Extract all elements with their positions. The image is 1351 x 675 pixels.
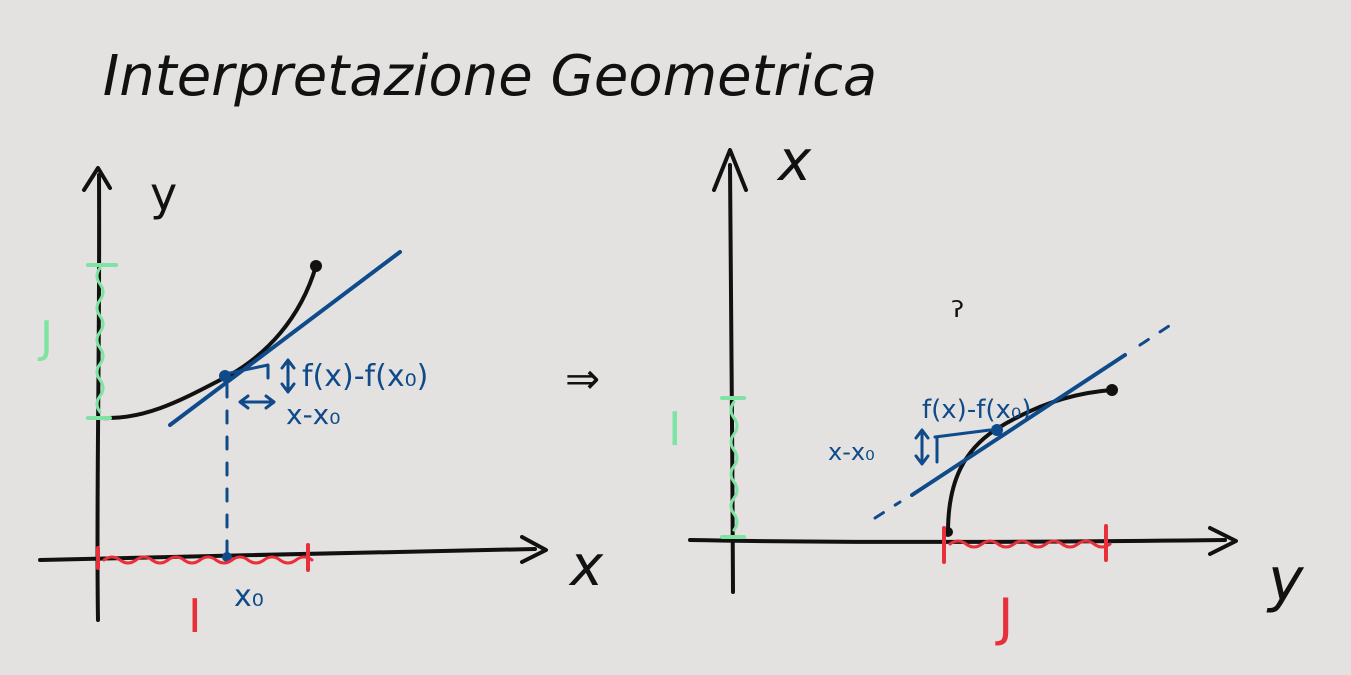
right-horizontal-axis-arrowhead	[1208, 526, 1238, 556]
left-interval-y-squiggle	[95, 266, 105, 414]
left-x0-point	[222, 552, 232, 562]
left-increment-step	[228, 363, 270, 380]
left-horizontal-double-arrow	[238, 394, 276, 410]
right-graph: x y ˀ f(x)-f(x₀) x-x₀ I J	[668, 129, 1305, 648]
right-increment-x-label: f(x)-f(x₀)	[922, 395, 1031, 425]
left-interval-y-label: J	[37, 312, 53, 363]
left-curve-endpoint	[310, 260, 322, 272]
left-vertical-double-arrow	[280, 358, 296, 394]
right-interval-x-label: J	[995, 588, 1013, 648]
right-increment-y-label: x-x₀	[828, 438, 875, 466]
right-tangent-line	[910, 353, 1127, 497]
left-tangent-point	[219, 370, 231, 382]
left-y-axis-label: y	[150, 167, 177, 221]
right-interval-y-squiggle	[729, 400, 739, 532]
right-interval-x-squiggle	[948, 539, 1112, 549]
left-x0-label: x₀	[234, 579, 264, 614]
left-interval-y-ends	[86, 263, 118, 420]
right-stray-mark: ˀ	[950, 294, 965, 340]
left-increment-x-label: x-x₀	[286, 398, 340, 431]
left-interval-x-label: I	[188, 589, 202, 643]
right-vertical-axis-label: x	[776, 129, 812, 194]
right-tangent-dashed-extension	[873, 320, 1177, 520]
left-interval-x-squiggle	[102, 555, 314, 565]
right-interval-y-ends	[720, 396, 746, 539]
right-increment-step	[933, 428, 992, 464]
right-curve-endpoint	[1106, 384, 1118, 396]
left-increment-y-label: f(x)-f(x₀)	[302, 359, 428, 394]
transform-arrow: ⇒	[565, 354, 600, 403]
right-interval-y-label: I	[668, 402, 682, 456]
right-horizontal-axis-label: y	[1266, 545, 1305, 615]
left-y-axis-arrowhead	[82, 166, 112, 192]
left-x-axis-label: x	[568, 534, 604, 599]
right-vertical-double-arrow	[914, 428, 930, 466]
left-tangent-line	[168, 250, 402, 427]
right-interval-x-ends	[942, 524, 1108, 564]
right-vertical-axis-arrowhead	[712, 148, 748, 192]
right-vertical-axis	[728, 163, 735, 594]
right-tangent-point	[991, 424, 1003, 436]
title: Interpretazione Geometrica	[103, 44, 877, 109]
left-x-axis-arrowhead	[520, 535, 548, 564]
left-graph: y x f(x)-f(x₀) x-x₀ J I x₀	[37, 166, 604, 643]
